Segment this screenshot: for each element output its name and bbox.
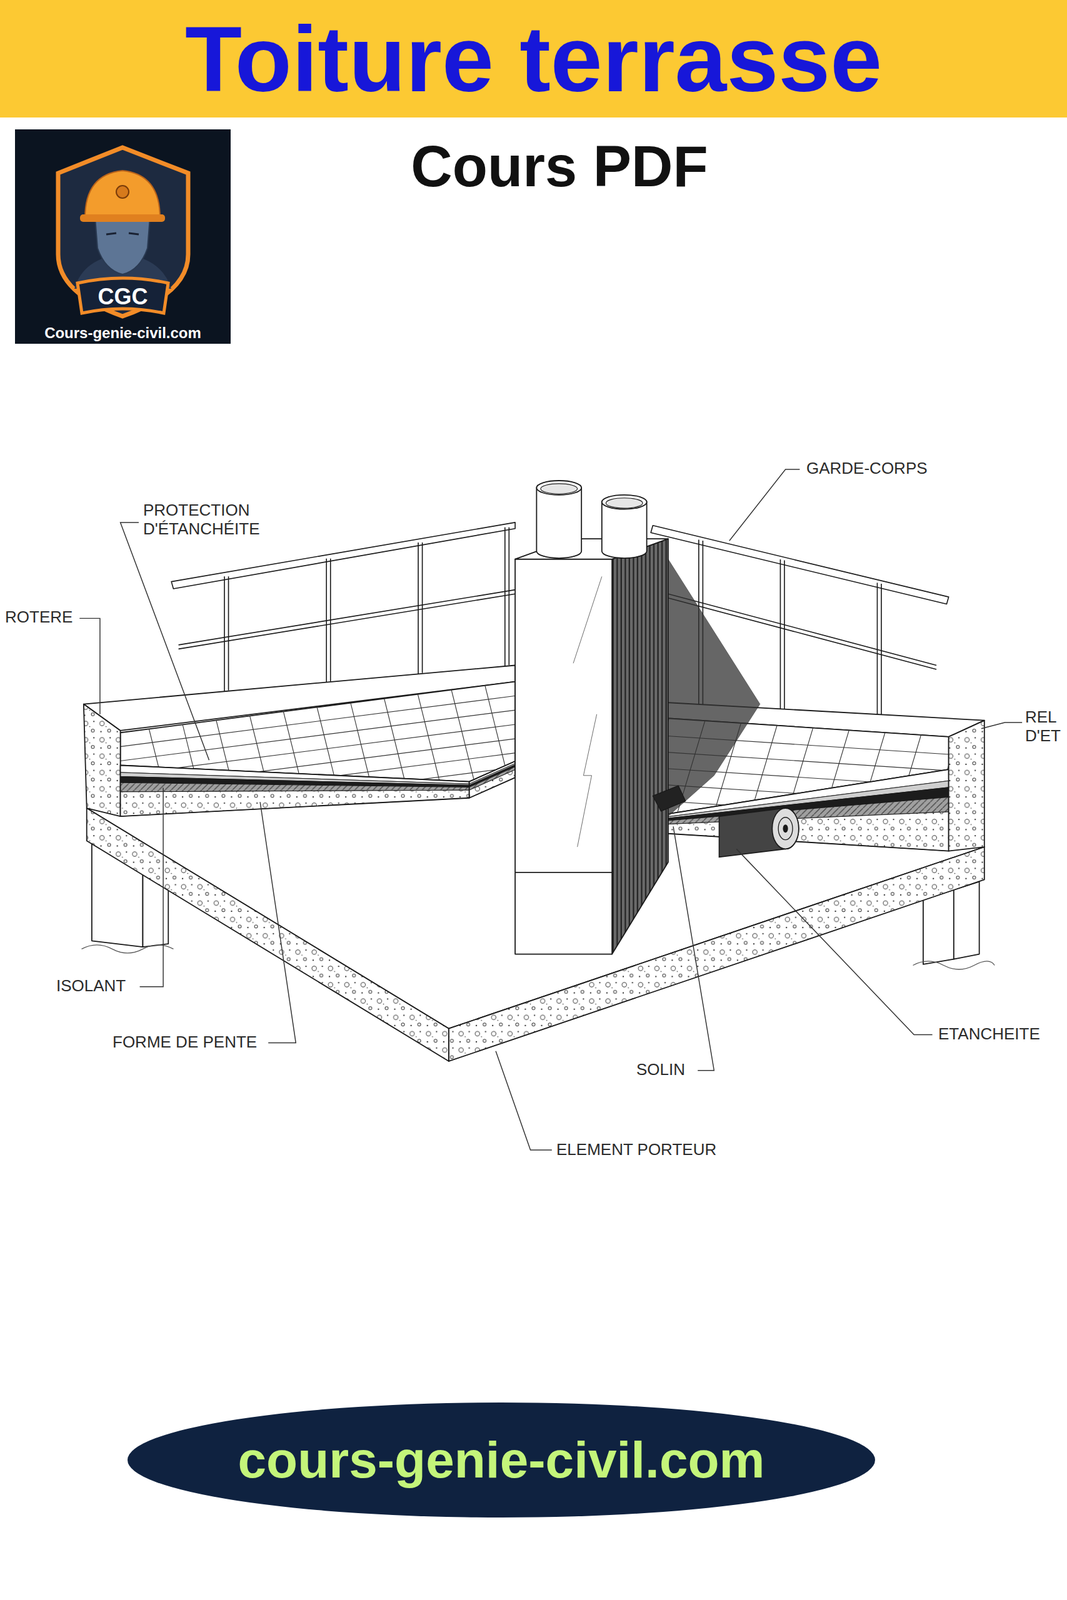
rail-post <box>504 527 506 667</box>
rail-post <box>876 582 879 715</box>
rail-post <box>223 576 226 692</box>
break-line <box>913 961 996 970</box>
reflection <box>577 714 597 847</box>
tile-joint <box>101 693 531 749</box>
part-label: ELEMENT PORTEUR <box>556 1140 717 1160</box>
leader-line <box>79 618 101 714</box>
leader-line <box>736 848 932 1035</box>
leader-line <box>120 522 210 761</box>
site-banner: cours-genie-civil.com <box>127 1402 876 1518</box>
rail-post <box>228 576 230 691</box>
leader-line <box>981 722 1022 729</box>
parapet-section <box>83 704 121 817</box>
roof-drawing <box>79 469 1022 1151</box>
part-label: ISOLANT <box>56 976 126 996</box>
vent-pipe-bore <box>605 498 643 509</box>
slab-edge <box>86 808 449 1062</box>
chimney-band <box>515 871 612 874</box>
rail-post <box>330 558 332 682</box>
leader-line <box>729 469 801 541</box>
membrane-roll <box>719 808 799 857</box>
vent-pipe-bore <box>540 483 578 494</box>
site-url: cours-genie-civil.com <box>127 1402 876 1518</box>
rail-post <box>417 542 419 674</box>
part-label: REL D'ET <box>1025 708 1061 746</box>
reflection <box>573 576 602 664</box>
logo-initials: CGC <box>15 284 231 310</box>
chimney-side <box>611 538 669 954</box>
roof-layer <box>120 790 470 817</box>
vent-pipe <box>601 501 647 559</box>
rail-post <box>325 558 327 683</box>
chimney-front <box>515 559 612 955</box>
roof-section-outline <box>120 765 470 817</box>
handrail <box>650 525 949 605</box>
part-label: ROTERE <box>5 608 73 627</box>
tile-joint <box>101 736 531 792</box>
roof-section-outline <box>469 761 516 799</box>
subtitle: Cours PDF <box>410 133 708 201</box>
part-label: SOLIN <box>636 1060 686 1080</box>
rail-post <box>508 527 511 666</box>
part-label: FORME DE PENTE <box>112 1033 257 1052</box>
roof-layer <box>652 811 949 852</box>
tile-joint <box>101 765 531 821</box>
roll-core <box>778 817 793 841</box>
torch-tool <box>652 785 686 812</box>
roll-end <box>771 808 799 849</box>
roll-core <box>783 824 789 833</box>
parapet-section <box>948 720 985 852</box>
rail-post <box>880 583 882 715</box>
logo-site: Cours-genie-civil.com <box>15 325 231 342</box>
vent-pipe-top <box>601 495 647 510</box>
leader-line <box>673 826 714 1071</box>
break-line <box>81 945 174 954</box>
part-label: GARDE-CORPS <box>806 459 928 479</box>
leader-line <box>260 801 296 1043</box>
vent-pipe-top <box>536 480 582 496</box>
logo-badge: CGC Cours-genie-civil.com <box>15 129 231 344</box>
helmet-emblem <box>116 185 129 199</box>
leader-line <box>495 1051 552 1151</box>
vent-pipe <box>536 487 582 559</box>
helmet-brim <box>80 214 166 222</box>
rail-post <box>783 560 786 710</box>
rail-post <box>421 542 424 674</box>
face <box>95 216 151 275</box>
upstand-membrane <box>668 559 761 817</box>
tile-grid <box>101 663 550 821</box>
tile-joint <box>101 708 531 764</box>
part-label: PROTECTION D'ÉTANCHÉITE <box>143 501 261 539</box>
helmet <box>85 170 161 219</box>
eyes <box>106 233 139 235</box>
logo-emblem <box>15 129 231 344</box>
roof-layer <box>469 770 516 799</box>
part-label: ETANCHEITE <box>938 1025 1041 1044</box>
column <box>923 890 954 965</box>
rail-post <box>780 559 782 709</box>
leader-line <box>140 787 164 987</box>
page-title: Toiture terrasse <box>0 0 1067 118</box>
tile-surface <box>120 681 516 782</box>
column <box>953 881 980 960</box>
